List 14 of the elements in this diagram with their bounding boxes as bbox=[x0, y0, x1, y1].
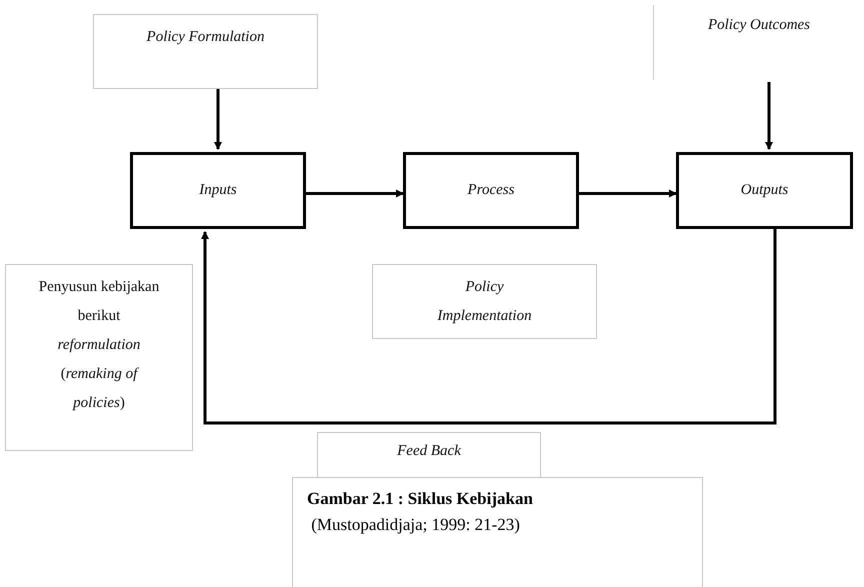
arrow bbox=[579, 190, 677, 198]
process-box: Process bbox=[403, 152, 579, 229]
arrow bbox=[201, 229, 776, 424]
label-box: Feed Back bbox=[317, 432, 541, 478]
process-box: Outputs bbox=[676, 152, 853, 229]
note-box: Penyusun kebijakan berikut reformulation (remaking of policies) bbox=[5, 264, 193, 451]
arrow bbox=[765, 82, 773, 150]
process-box: Inputs bbox=[130, 152, 306, 229]
label-box: Policy Formulation bbox=[93, 14, 318, 89]
note-text: Policy Outcomes bbox=[653, 5, 864, 80]
arrow bbox=[214, 89, 222, 150]
arrow bbox=[306, 190, 404, 198]
label-box: Policy Implementation bbox=[372, 264, 597, 339]
figure-caption: Gambar 2.1 : Siklus Kebijakan (Mustopadidjaja; 1999: 21-23) bbox=[307, 488, 533, 536]
